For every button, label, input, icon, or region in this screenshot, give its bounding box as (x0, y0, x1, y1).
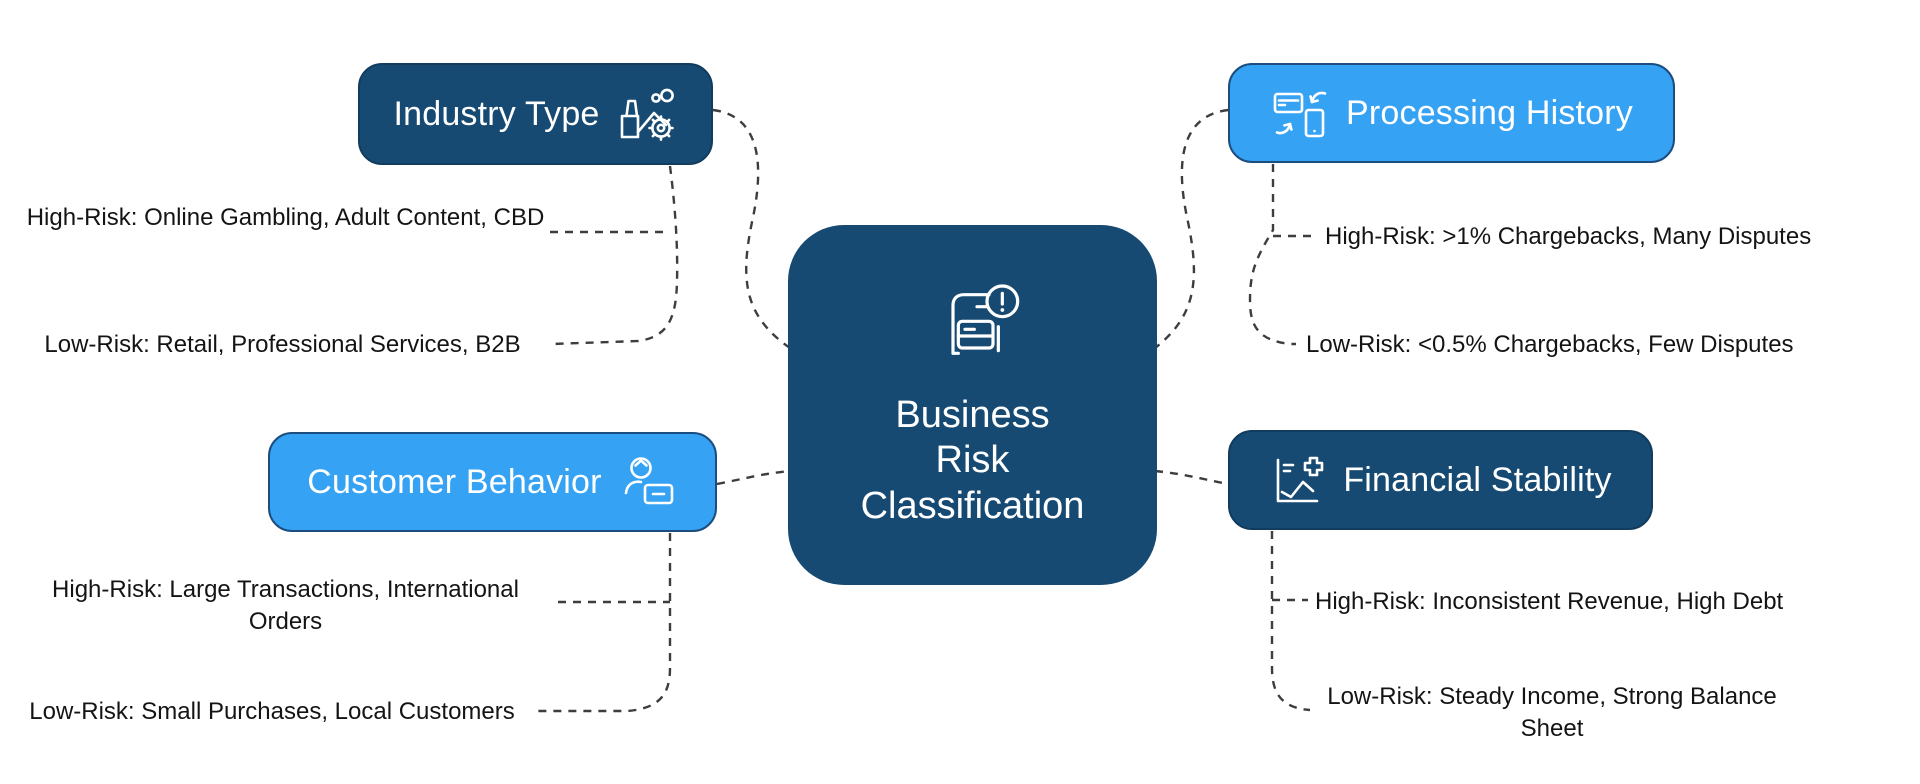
connector-industry-lowrisk (551, 165, 679, 346)
person-card-icon (624, 457, 674, 505)
factory-gear-icon (620, 88, 674, 141)
connector-customer-lowrisk (535, 533, 672, 713)
leaf-customer-low-risk[interactable]: Low-Risk: Small Purchases, Local Custome… (29, 698, 515, 725)
chart-plus-icon (1277, 456, 1324, 503)
leaf-processing-low-risk[interactable]: Low-Risk: <0.5% Chargebacks, Few Dispute… (1306, 331, 1794, 358)
branch-node-financial-stability[interactable]: Financial Stability (1228, 430, 1653, 530)
center-node-business-risk-classification[interactable]: Business Risk Classification (788, 225, 1157, 585)
card-phone-sync-icon (1273, 91, 1327, 138)
connector-center-customer (716, 469, 791, 486)
branch-node-customer-behavior[interactable]: Customer Behavior (268, 432, 717, 532)
connector-center-processing (1154, 108, 1229, 349)
leaf-industry-low-risk[interactable]: Low-Risk: Retail, Professional Services,… (44, 331, 521, 358)
branch-node-industry-type[interactable]: Industry Type (358, 63, 713, 165)
branch-node-label: Industry Type (393, 94, 600, 133)
leaf-customer-high-risk[interactable]: High-Risk: Large Transactions, Internati… (52, 576, 519, 635)
connector-center-financial (1154, 469, 1229, 486)
branch-node-label: Customer Behavior (307, 462, 602, 501)
leaf-financial-high-risk[interactable]: High-Risk: Inconsistent Revenue, High De… (1315, 588, 1784, 615)
receipt-card-alert-icon (950, 284, 1019, 355)
leaf-industry-high-risk[interactable]: High-Risk: Online Gambling, Adult Conten… (26, 204, 545, 231)
leaf-processing-high-risk[interactable]: High-Risk: >1% Chargebacks, Many Dispute… (1325, 223, 1812, 250)
leaf-financial-low-risk[interactable]: Low-Risk: Steady Income, Strong Balance … (1327, 683, 1777, 742)
center-node-title: Business Risk Classification (860, 393, 1085, 527)
connector-financial-lowrisk (1270, 531, 1311, 712)
branch-node-processing-history[interactable]: Processing History (1228, 63, 1675, 163)
connector-center-industry (712, 108, 791, 349)
branch-node-label: Processing History (1345, 93, 1634, 132)
connector-processing-lowrisk (1248, 164, 1296, 346)
branch-node-label: Financial Stability (1343, 460, 1612, 499)
